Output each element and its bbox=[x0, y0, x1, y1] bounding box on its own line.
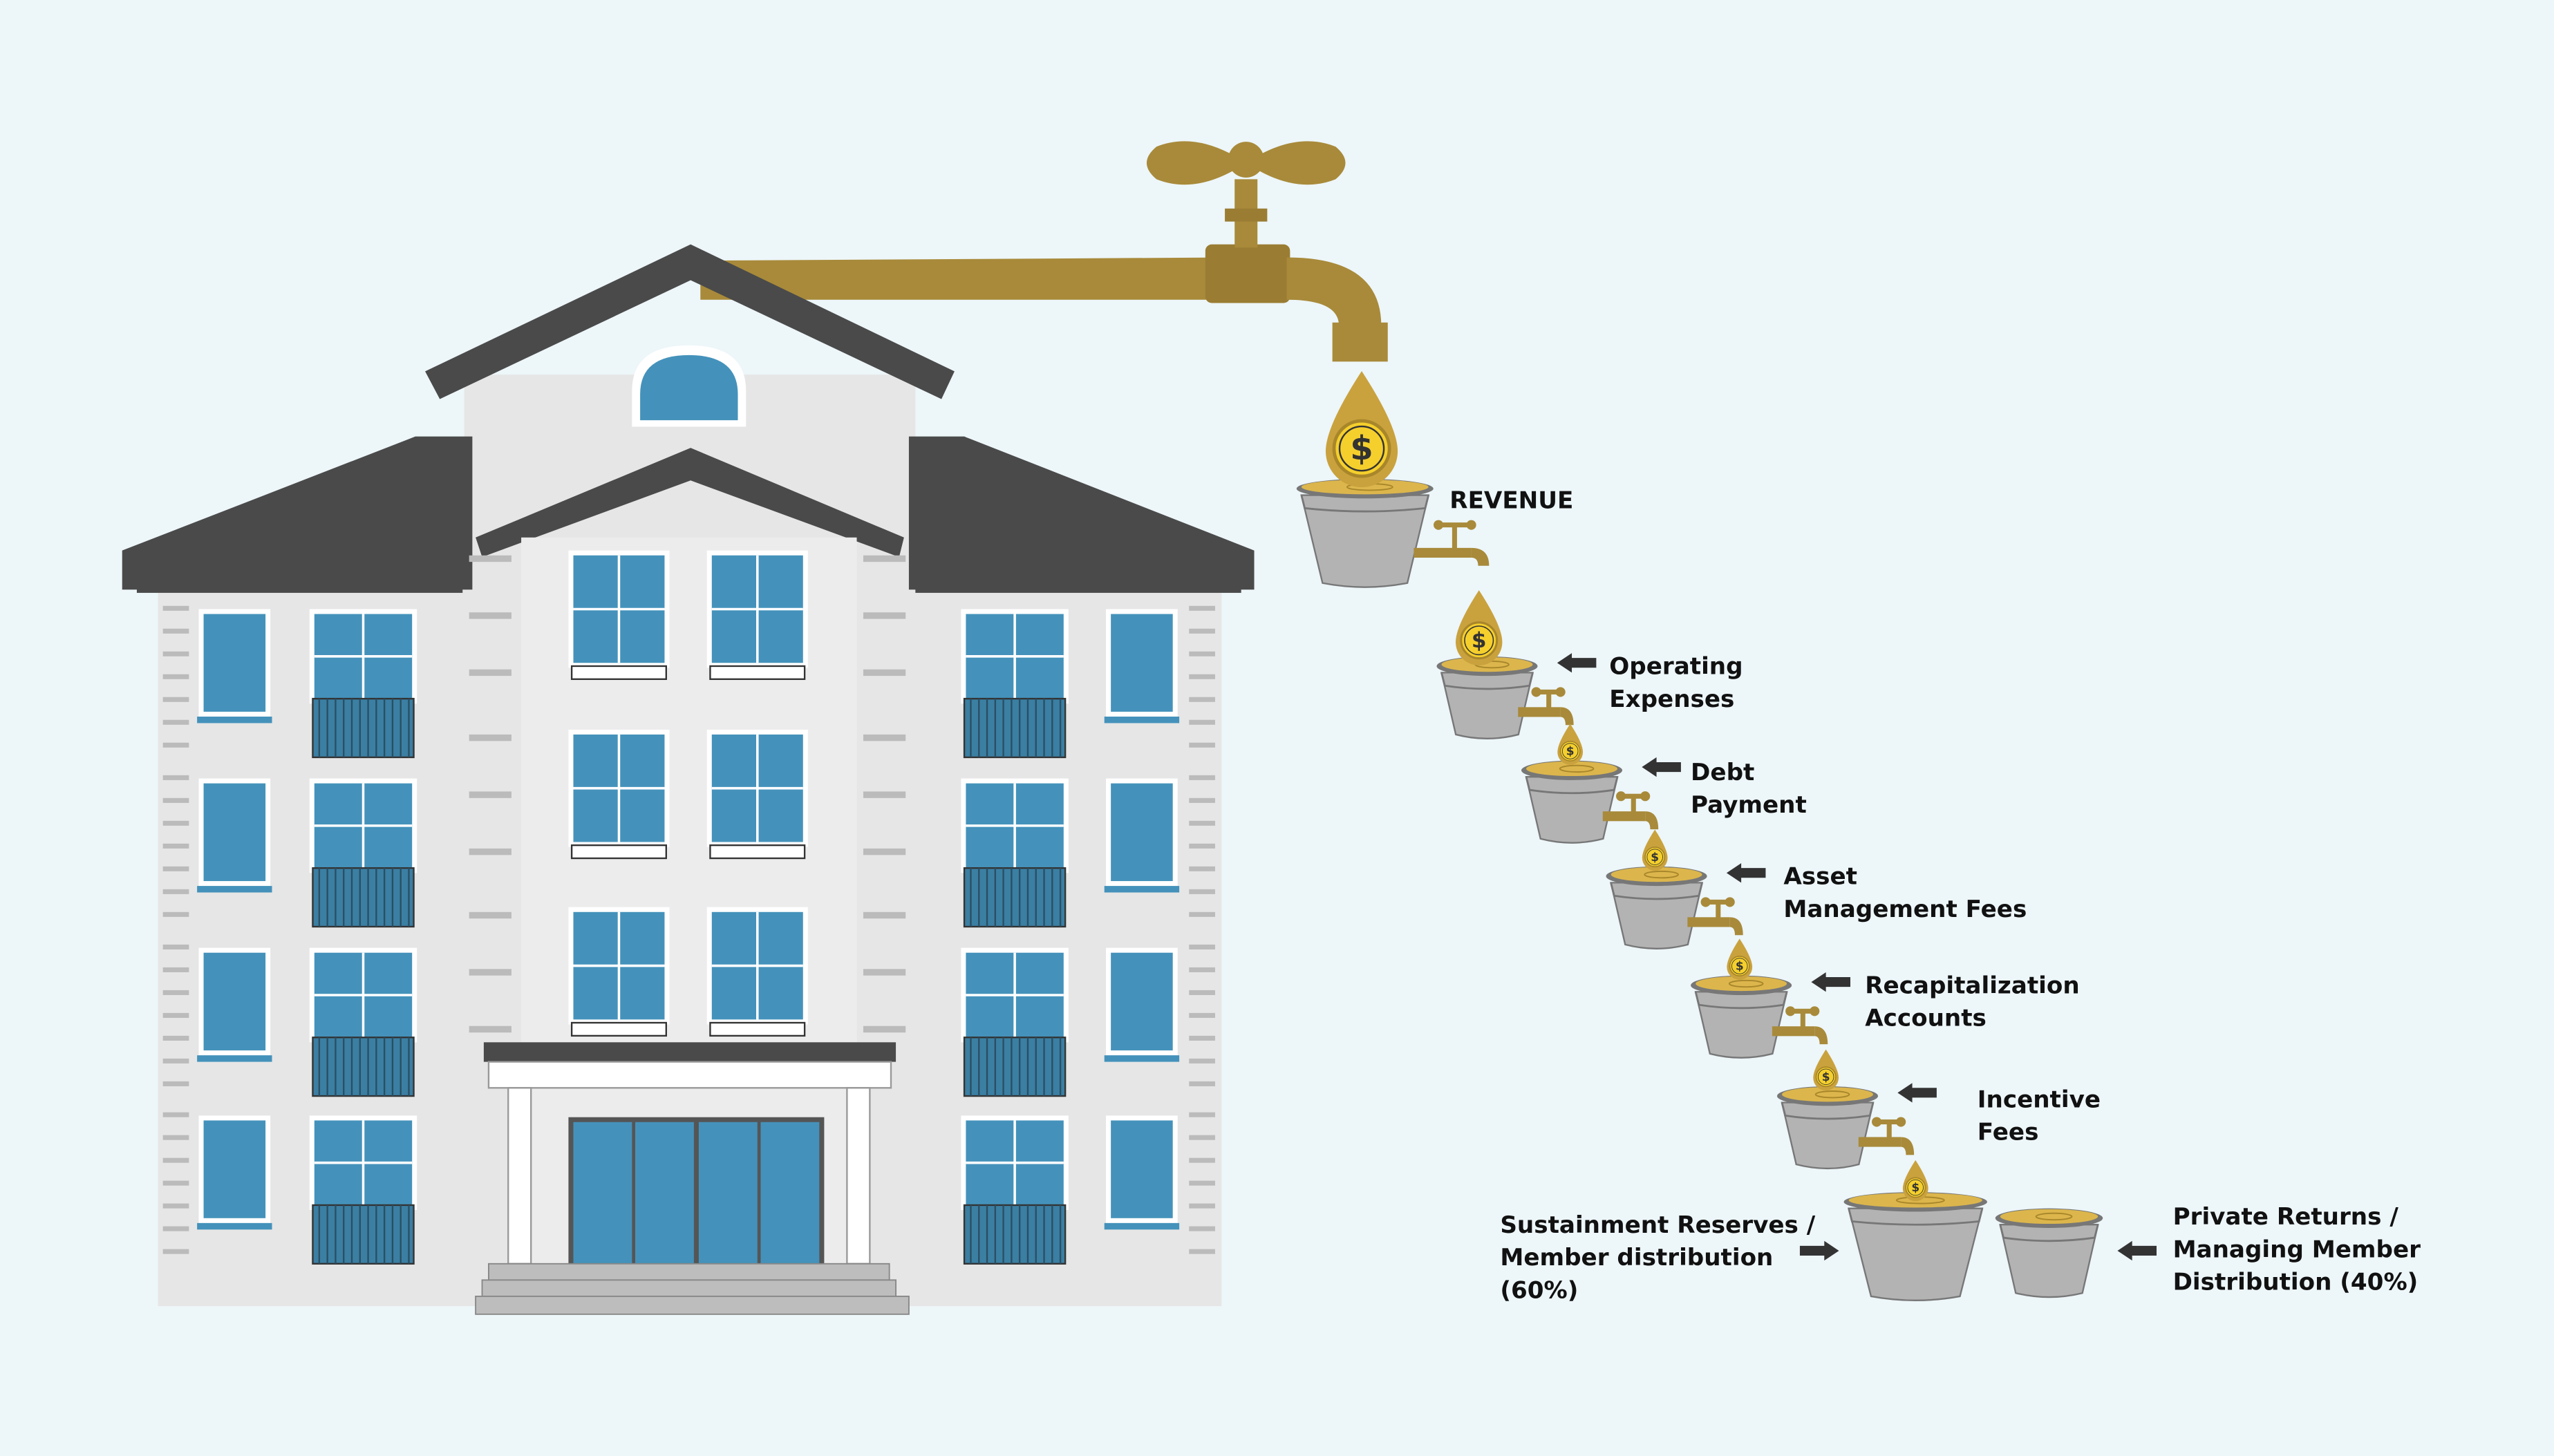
center-window bbox=[568, 729, 670, 847]
svg-text:$: $ bbox=[1911, 1180, 1919, 1194]
dollar-drop-icon: $ bbox=[1642, 829, 1668, 871]
faucet-icon bbox=[1602, 791, 1659, 830]
center-window bbox=[568, 550, 670, 668]
label-incentive-fees-1: Incentive bbox=[1978, 1086, 2101, 1114]
private-returns-bucket bbox=[1995, 1208, 2103, 1298]
balcony-window bbox=[309, 609, 417, 759]
svg-text:$: $ bbox=[1472, 628, 1487, 653]
center-window bbox=[706, 550, 808, 668]
label-recapitalization-1: Recapitalization bbox=[1865, 972, 2079, 1000]
label-incentive-fees-2: Fees bbox=[1978, 1119, 2039, 1146]
debt-payment-bucket bbox=[1521, 760, 1659, 844]
window bbox=[1106, 778, 1178, 887]
label-private-returns-2: Managing Member bbox=[2173, 1236, 2421, 1263]
incentive-fees-bucket bbox=[1776, 1086, 1915, 1170]
faucet-icon bbox=[1772, 1006, 1828, 1045]
center-window bbox=[706, 729, 808, 847]
center-window bbox=[706, 907, 808, 1025]
recapitalization-bucket bbox=[1691, 975, 1828, 1059]
dollar-drop-icon: $ bbox=[1456, 590, 1503, 665]
label-asset-management-2: Management Fees bbox=[1783, 896, 2027, 923]
balcony-window bbox=[309, 947, 417, 1097]
label-operating-expenses-1: Operating bbox=[1609, 653, 1743, 681]
window bbox=[198, 947, 271, 1056]
balcony-window bbox=[961, 947, 1069, 1097]
faucet-icon bbox=[1687, 897, 1743, 936]
faucet-icon bbox=[1518, 687, 1574, 726]
center-window bbox=[568, 907, 670, 1025]
window bbox=[1106, 947, 1178, 1056]
balcony-window bbox=[961, 609, 1069, 759]
label-asset-management-1: Asset bbox=[1783, 863, 1857, 891]
svg-text:$: $ bbox=[1736, 959, 1744, 973]
dollar-drop-icon: $ bbox=[1557, 724, 1584, 765]
balcony-window bbox=[961, 1115, 1069, 1265]
window bbox=[198, 1115, 271, 1223]
balcony-window bbox=[309, 1115, 417, 1265]
svg-text:$: $ bbox=[1822, 1070, 1830, 1084]
label-revenue: REVENUE bbox=[1449, 486, 1573, 514]
dollar-drop-icon: $ bbox=[1813, 1049, 1839, 1091]
window bbox=[1106, 1115, 1178, 1223]
stage-labels: REVENUE Operating Expenses Debt Payment … bbox=[1449, 486, 2421, 1304]
apartment-building bbox=[122, 244, 1255, 1315]
window bbox=[198, 609, 271, 717]
label-sustainment-1: Sustainment Reserves / bbox=[1500, 1211, 1815, 1239]
label-private-returns-1: Private Returns / bbox=[2173, 1203, 2399, 1231]
faucet-icon bbox=[1414, 520, 1490, 566]
main-faucet bbox=[700, 141, 1388, 362]
revenue-bucket bbox=[1296, 478, 1490, 588]
label-sustainment-3: (60%) bbox=[1500, 1276, 1578, 1304]
balcony-window bbox=[961, 778, 1069, 928]
svg-text:$: $ bbox=[1651, 850, 1659, 864]
dollar-drop-icon: $ bbox=[1727, 938, 1753, 980]
window bbox=[198, 778, 271, 887]
arrow-left-icon bbox=[1557, 653, 1597, 673]
window bbox=[1106, 609, 1178, 717]
dollar-drop-icon: $ bbox=[1902, 1160, 1928, 1202]
label-sustainment-2: Member distribution bbox=[1500, 1244, 1773, 1271]
cash-flow-cascade: $ $ $ $ $ $ $ bbox=[1296, 370, 2157, 1301]
label-debt-payment-1: Debt bbox=[1691, 759, 1754, 786]
label-recapitalization-2: Accounts bbox=[1865, 1005, 1987, 1032]
arrow-right-icon bbox=[1799, 1240, 1839, 1261]
label-private-returns-3: Distribution (40%) bbox=[2173, 1268, 2419, 1296]
arched-window bbox=[640, 354, 738, 421]
svg-text:$: $ bbox=[1350, 429, 1373, 468]
balcony-window bbox=[309, 778, 417, 928]
sustainment-reserves-bucket bbox=[1843, 1192, 1987, 1301]
svg-text:$: $ bbox=[1566, 744, 1575, 758]
label-operating-expenses-2: Expenses bbox=[1609, 686, 1734, 713]
dollar-drop-icon: $ bbox=[1325, 370, 1398, 488]
faucet-icon bbox=[1858, 1117, 1915, 1155]
arrow-left-icon bbox=[2117, 1240, 2157, 1261]
operating-expenses-bucket bbox=[1436, 656, 1574, 739]
label-debt-payment-2: Payment bbox=[1691, 791, 1807, 819]
asset-management-bucket bbox=[1606, 866, 1743, 949]
entrance-doors bbox=[573, 1122, 820, 1264]
